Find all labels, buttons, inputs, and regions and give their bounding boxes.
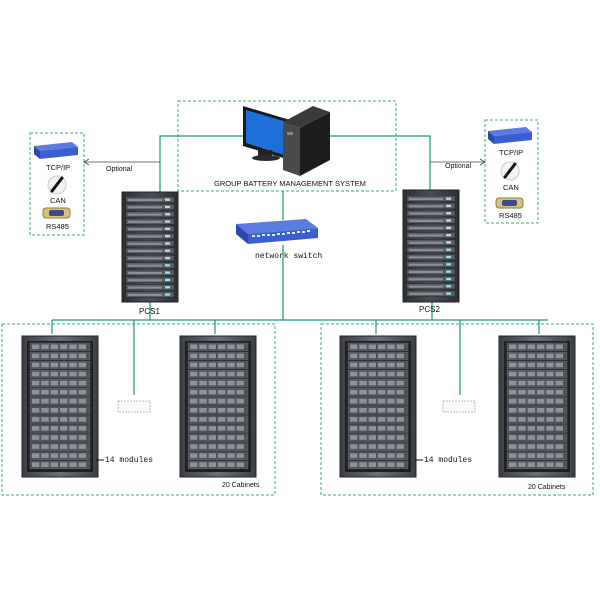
monitor-icon (243, 106, 290, 161)
tcp-ip-label-left: TCP/IP (46, 163, 71, 172)
pcs2-rack (402, 189, 460, 303)
tcp-ip-device-icon-left (34, 142, 78, 159)
can-label-right: CAN (503, 183, 519, 192)
tcp-ip-label-right: TCP/IP (499, 148, 524, 157)
computer-tower-icon (283, 106, 330, 176)
modules-label-right: 14 modules (424, 456, 473, 465)
pcs1-label: PCS1 (139, 307, 160, 316)
pcs2-label: PCS2 (419, 305, 440, 314)
connection-lines (51, 135, 548, 395)
pcs1-rack (121, 191, 179, 303)
bms-title: GROUP BATTERY MANAGEMENT SYSTEM (214, 179, 366, 188)
battery-cabinet-4 (498, 335, 576, 478)
optional-label-right: Optional (445, 163, 472, 170)
battery-cabinet-2 (179, 335, 257, 478)
more-cabinets-placeholder-left (117, 400, 151, 413)
optional-arrows (83, 158, 486, 166)
can-cable-icon-left (47, 175, 67, 195)
interfaces-right-frame (484, 119, 539, 224)
optional-label-left: Optional (106, 166, 133, 173)
more-cabinets-placeholder-right (442, 400, 476, 413)
cabinets-label-left: 20 Cabinets (222, 482, 260, 489)
rs485-label-right: RS485 (499, 211, 522, 220)
bms-frame (177, 100, 397, 192)
modules-label-left: 14 modules (105, 456, 154, 465)
network-switch-icon (236, 219, 318, 244)
battery-cabinet-1 (21, 335, 99, 478)
battery-group-right-frame (320, 323, 594, 496)
can-cable-icon-right (500, 161, 520, 181)
tcp-ip-device-icon-right (488, 127, 532, 144)
dashed-frames (1, 100, 594, 496)
battery-group-left-frame (1, 323, 276, 496)
can-label-left: CAN (50, 196, 66, 205)
rs485-connector-icon-right (495, 197, 524, 209)
cabinets-label-right: 20 Cabinets (528, 484, 566, 491)
network-switch-label: network switch (255, 252, 323, 261)
battery-cabinet-3 (339, 335, 417, 478)
rs485-label-left: RS485 (46, 222, 69, 231)
interfaces-left-frame (29, 132, 85, 236)
rs485-connector-icon-left (42, 207, 71, 219)
